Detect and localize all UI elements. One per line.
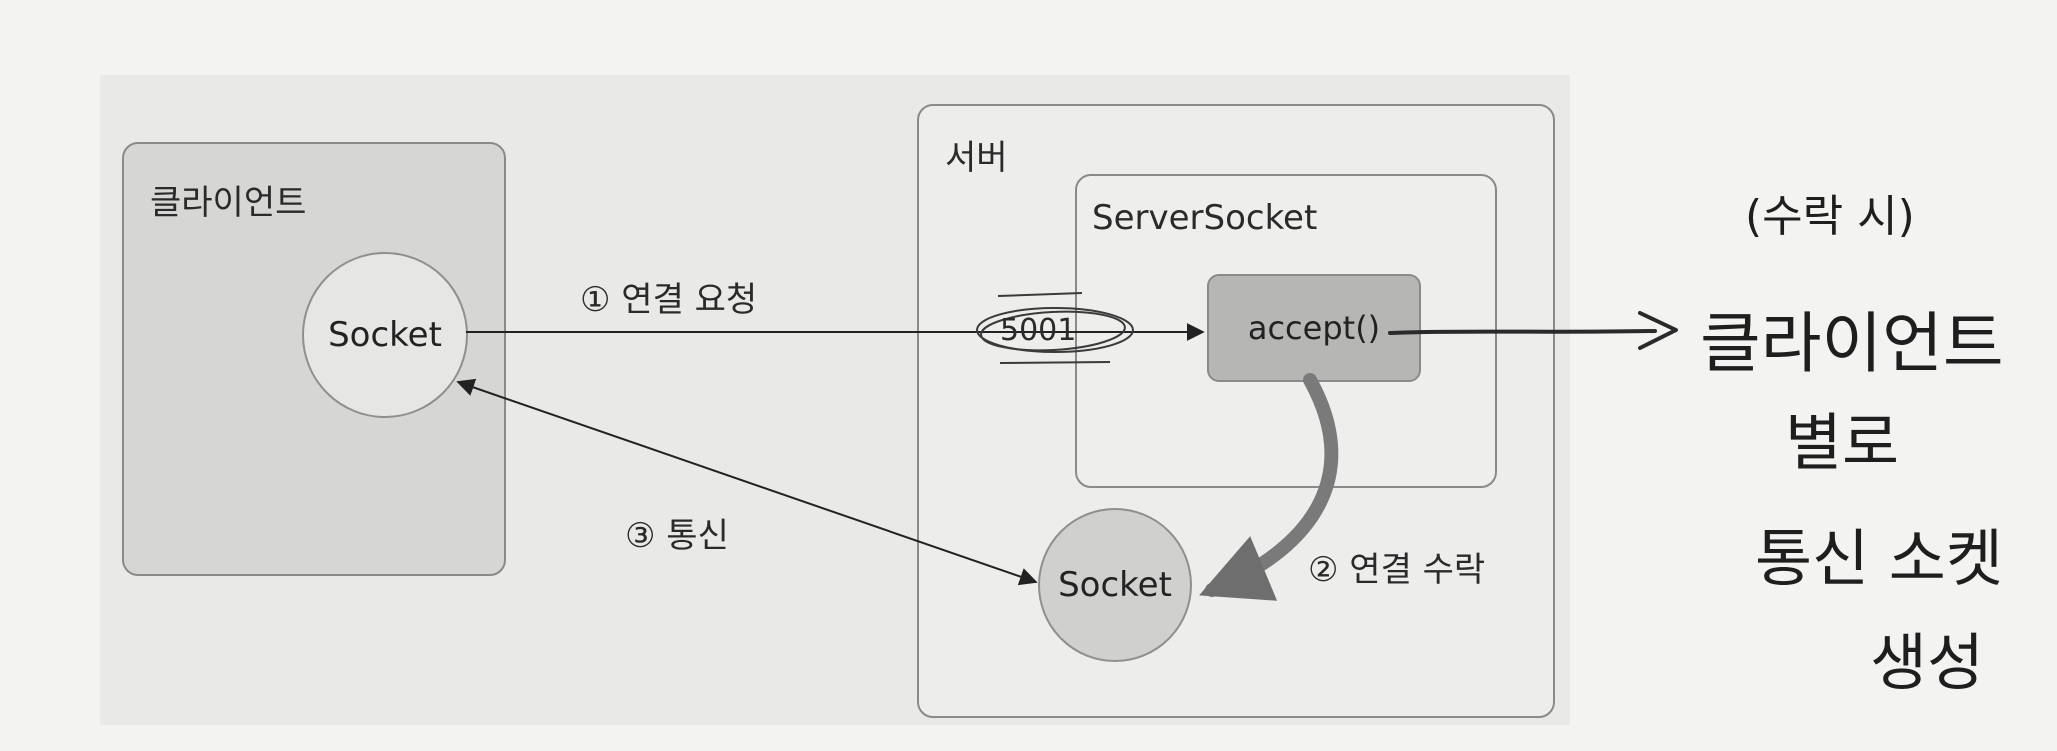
handwritten-arrow (1388, 329, 1657, 335)
accept-arrow (1199, 373, 1339, 601)
server-title: 서버 (945, 138, 1008, 178)
accept-label: accept() (1247, 309, 1381, 347)
note-line-1: (수락 시) (1745, 191, 1915, 242)
note-line-5: 생성 (1870, 626, 1985, 699)
server-socket: Socket (1038, 508, 1192, 662)
accept-method-box: accept() (1207, 274, 1421, 382)
handwritten-arrow-head (1638, 311, 1678, 350)
port-scribble (976, 292, 1134, 364)
server-socket-title: ServerSocket (1092, 198, 1318, 238)
note-line-2: 클라이언트 (1700, 305, 2004, 382)
client-socket-label: Socket (328, 315, 442, 355)
client-socket: Socket (302, 252, 468, 418)
port-label: 5001 (1000, 313, 1077, 348)
step-communicate-label: ③ 통신 (625, 516, 729, 556)
note-line-4: 통신 소켓 (1755, 522, 2003, 595)
note-line-3: 별로 (1785, 406, 1900, 479)
client-title: 클라이언트 (150, 183, 307, 223)
step-request-label: ① 연결 요청 (580, 280, 758, 320)
server-socket-label: Socket (1058, 565, 1172, 605)
communication-arrow (456, 378, 1038, 586)
step-accept-label: ② 연결 수락 (1308, 550, 1486, 590)
